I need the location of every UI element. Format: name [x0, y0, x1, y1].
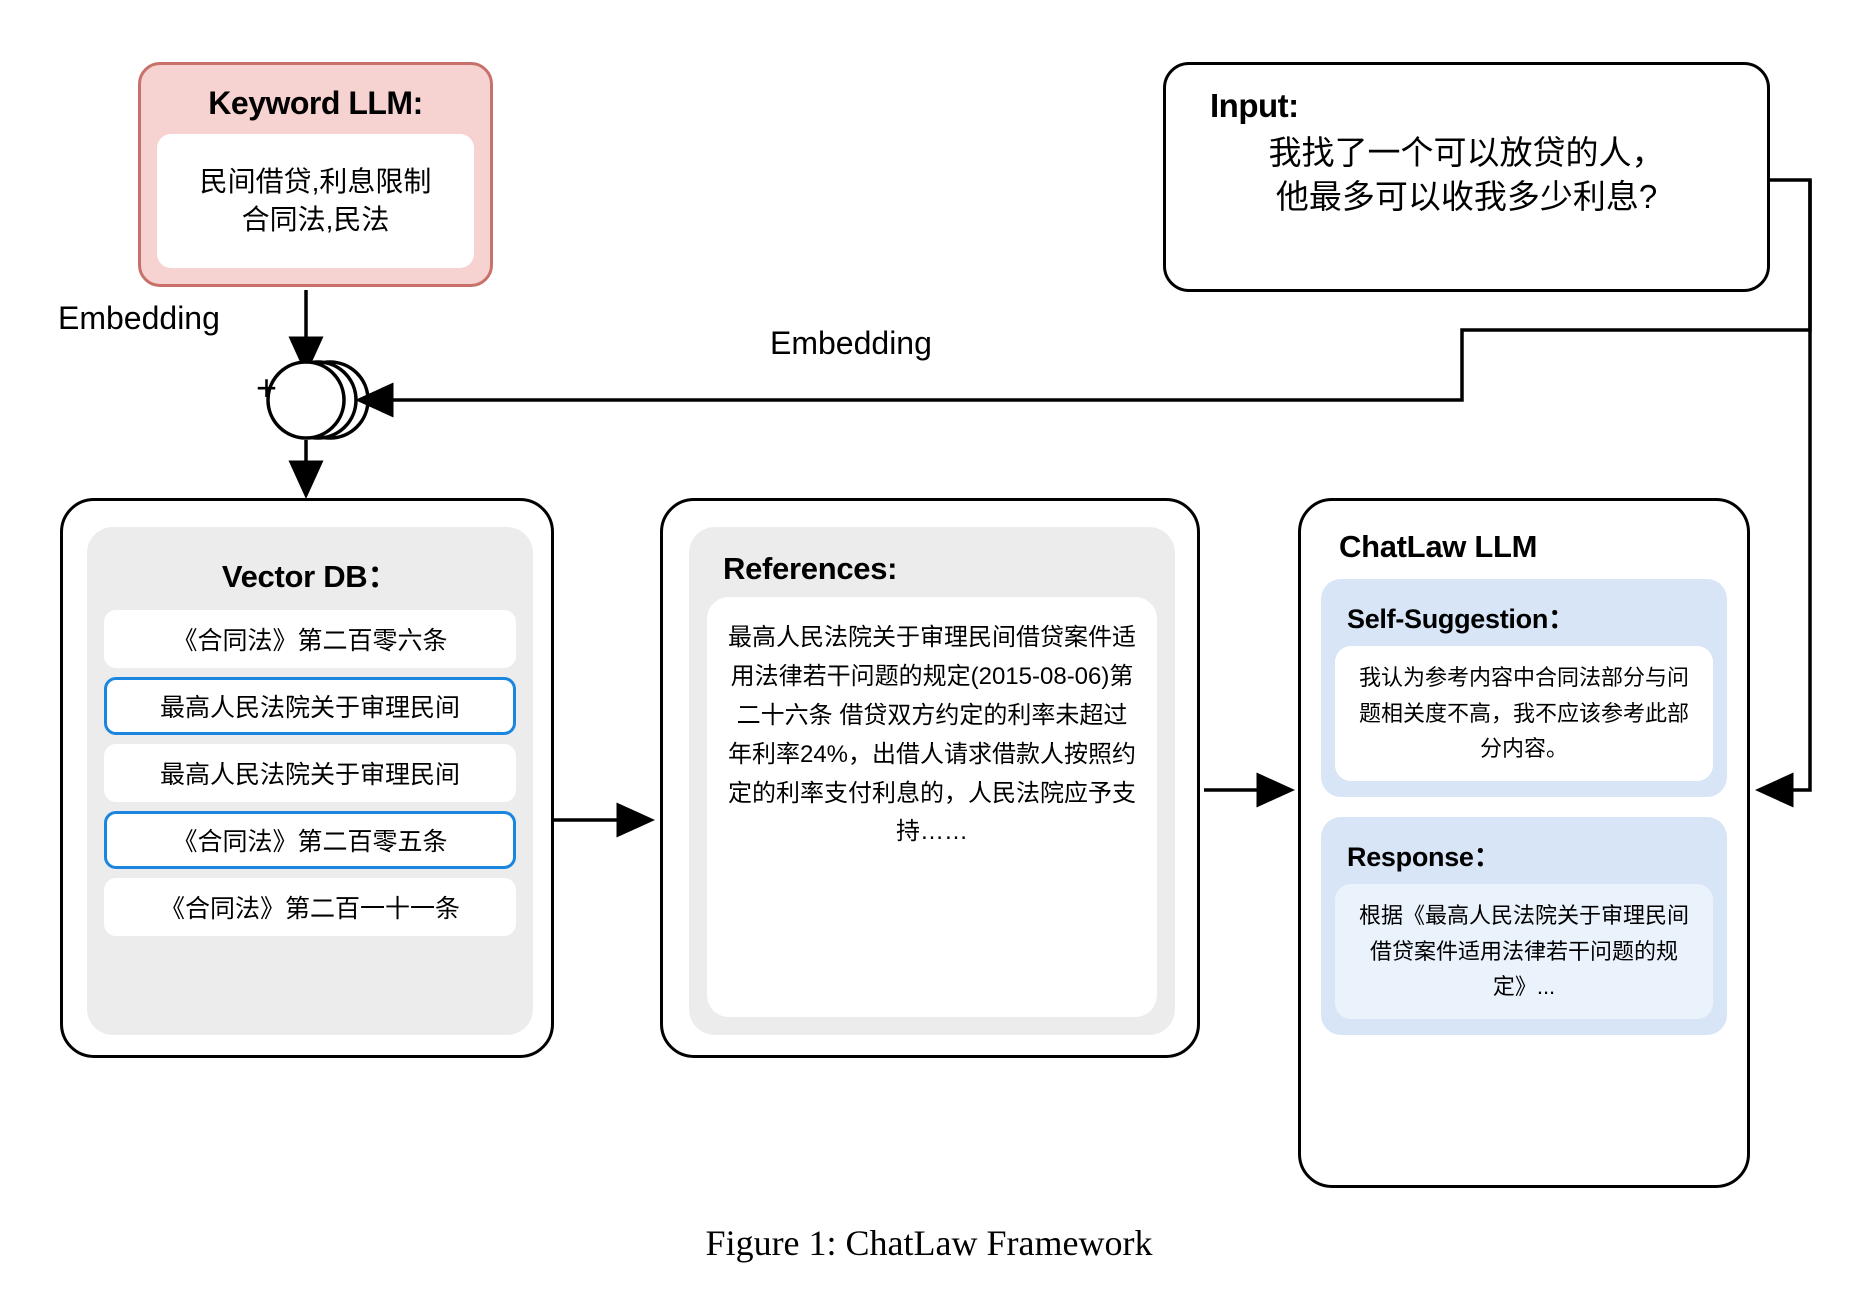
references-box: References: 最高人民法院关于审理民间借贷案件适用法律若干问题的规定(… — [660, 498, 1200, 1058]
chatlaw-llm-box: ChatLaw LLM Self-Suggestion： 我认为参考内容中合同法… — [1298, 498, 1750, 1188]
input-box: Input: 我找了一个可以放贷的人， 他最多可以收我多少利息? — [1163, 62, 1770, 292]
embedding-label-left: Embedding — [58, 300, 220, 336]
merge-node-circle-back1 — [278, 360, 358, 440]
figure-caption: Figure 1: ChatLaw Framework — [705, 1223, 1153, 1263]
vector-db-item[interactable]: 最高人民法院关于审理民间 — [104, 677, 516, 735]
input-question-line-2: 他最多可以收我多少利息? — [1275, 177, 1658, 215]
keyword-line-2: 合同法,民法 — [241, 204, 390, 235]
vector-db-item[interactable]: 《合同法》第二百零六条 — [104, 610, 516, 668]
self-suggestion-panel: Self-Suggestion： 我认为参考内容中合同法部分与问题相关度不高，我… — [1321, 579, 1727, 797]
keyword-llm-title: Keyword LLM: — [208, 85, 423, 121]
references-body-text: 最高人民法院关于审理民间借贷案件适用法律若干问题的规定(2015-08-06)第… — [707, 597, 1157, 1017]
response-panel: Response： 根据《最高人民法院关于审理民间借贷案件适用法律若干问题的规定… — [1321, 816, 1727, 1035]
chatlaw-llm-title: ChatLaw LLM — [1339, 529, 1538, 564]
keyword-llm-keywords: 民间借贷,利息限制 合同法,民法 — [157, 134, 474, 268]
vector-db-item[interactable]: 《合同法》第二百一十一条 — [104, 878, 516, 936]
self-suggestion-title: Self-Suggestion： — [1347, 604, 1575, 634]
response-title: Response： — [1347, 841, 1501, 872]
vector-db-box: Vector DB： 《合同法》第二百零六条 最高人民法院关于审理民间 最高人民… — [60, 498, 554, 1058]
vector-db-item[interactable]: 《合同法》第二百零五条 — [104, 811, 516, 869]
merge-node-circle-back2 — [290, 360, 370, 440]
input-question-line-1: 我找了一个可以放贷的人， — [1268, 134, 1665, 171]
vector-db-item[interactable]: 最高人民法院关于审理民间 — [104, 744, 516, 802]
input-title: Input: — [1210, 87, 1299, 124]
vector-db-title: Vector DB： — [221, 559, 399, 594]
references-title: References: — [723, 551, 898, 586]
keyword-llm-box: Keyword LLM: 民间借贷,利息限制 合同法,民法 — [138, 62, 493, 287]
merge-plus-icon: + — [256, 367, 278, 408]
references-group: References: 最高人民法院关于审理民间借贷案件适用法律若干问题的规定(… — [689, 527, 1175, 1035]
embedding-label-right: Embedding — [770, 325, 932, 361]
keyword-line-1: 民间借贷,利息限制 — [199, 166, 432, 198]
vector-db-group: Vector DB： 《合同法》第二百零六条 最高人民法院关于审理民间 最高人民… — [87, 527, 533, 1035]
merge-node-circle — [266, 360, 346, 440]
self-suggestion-body-text: 我认为参考内容中合同法部分与问题相关度不高，我不应该参考此部分内容。 — [1335, 646, 1713, 781]
response-body-text: 根据《最高人民法院关于审理民间借贷案件适用法律若干问题的规定》... — [1335, 883, 1713, 1019]
